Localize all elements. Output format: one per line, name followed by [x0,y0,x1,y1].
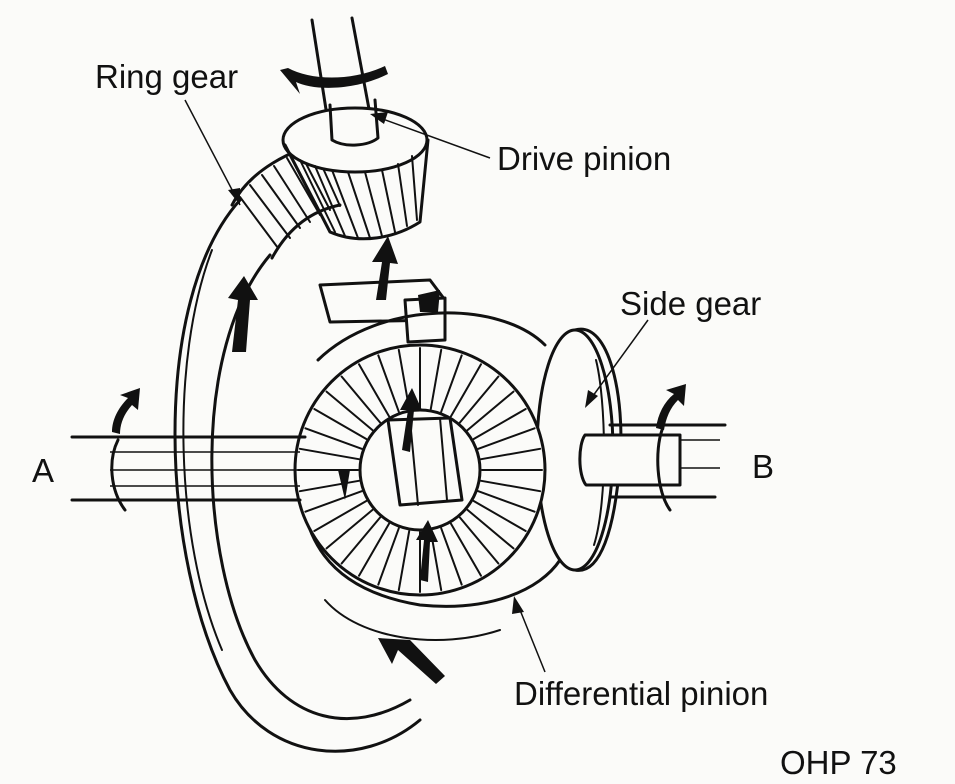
pinion-tooth [472,408,527,440]
differential-pinion-label: Differential pinion [514,675,768,712]
ring-gear-label: Ring gear [95,58,238,95]
pinion-tooth [358,522,390,577]
pinion-tooth [304,490,363,513]
pinion-tooth [358,363,390,418]
pinion-tooth [440,527,463,586]
pinion-tooth [304,427,363,450]
pinion-tooth [340,375,382,424]
leader-lines [184,99,649,673]
pinion-tooth [477,490,536,513]
pinion-tooth [472,500,527,532]
side-gear-label: Side gear [620,285,761,322]
slide-id-label: OHP 73 [780,744,897,781]
pinion-tooth [377,527,400,586]
pinion-tooth [313,500,368,532]
pinion-tooth [450,522,482,577]
drive-pinion-label: Drive pinion [497,140,671,177]
shaft-b [578,384,727,512]
pinion-tooth [458,375,500,424]
pinion-tooth [298,447,360,461]
pinion-tooth [325,508,374,550]
pinion-tooth [340,516,382,565]
pinion-tooth [377,354,400,413]
differential-case [298,236,562,641]
drive-pinion [280,16,430,241]
pinion-tooth [450,363,482,418]
pinion-tooth [440,354,463,413]
pinion-tooth [313,408,368,440]
pinion-tooth [298,479,360,493]
pinion-tooth [477,427,536,450]
pinion-tooth [429,348,443,410]
shaft-a-label: A [32,452,54,489]
pinion-tooth [480,479,542,493]
pinion-tooth [397,530,411,592]
pinion-tooth [480,447,542,461]
pinion-tooth [458,516,500,565]
pinion-tooth [466,508,515,550]
differential-pinion-cluster [293,343,547,597]
shaft-b-label: B [752,448,774,485]
shaft-a [70,388,307,512]
pinion-tooth [325,390,374,432]
pinion-tooth [466,390,515,432]
